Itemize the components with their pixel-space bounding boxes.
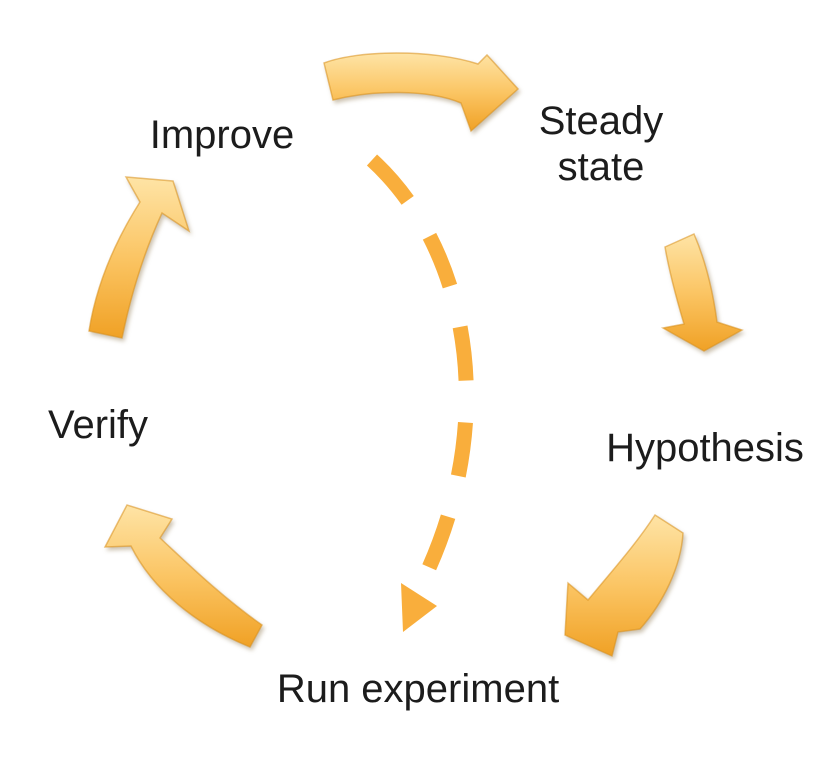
arrow-run-experiment-to-verify (103, 504, 263, 648)
node-label-improve: Improve (149, 113, 295, 157)
arrow-steady-state-to-hypothesis (660, 233, 744, 352)
node-label-hypothesis: Hypothesis (606, 426, 804, 470)
node-label-run-experiment: Run experiment (276, 667, 560, 711)
solid-arrows-group (88, 52, 744, 658)
dashed-arrow-head-icon (401, 583, 437, 632)
arrow-verify-to-improve (88, 176, 191, 339)
dashed-arrow-improve-to-run-experiment (366, 154, 474, 574)
node-label-verify: Verify (47, 403, 149, 447)
node-label-steady-state: Steady state (538, 99, 664, 189)
arrow-improve-to-steady-state (323, 52, 520, 133)
arrow-hypothesis-to-run-experiment (564, 513, 684, 658)
